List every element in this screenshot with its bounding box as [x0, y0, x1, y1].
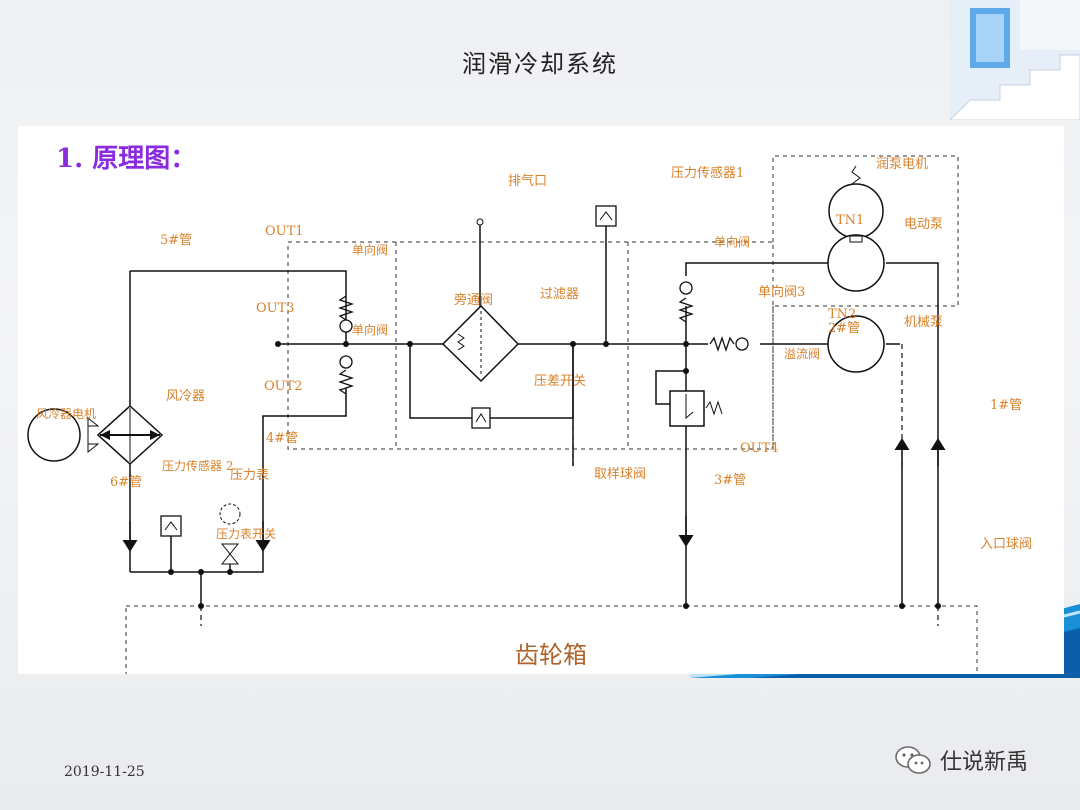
label-relief-valve: 溢流阀 — [784, 347, 820, 361]
label-pressure-gauge: 压力表 — [230, 468, 269, 483]
diagram-panel: 1. 原理图： — [18, 126, 1064, 674]
label-gearbox: 齿轮箱 — [515, 641, 587, 669]
label-exhaust-port: 排气口 — [508, 173, 547, 189]
label-sampling-valve: 取样球阀 — [594, 467, 646, 482]
label-check-valve-a: 单向阀 — [352, 242, 388, 257]
label-air-cooler: 风冷器 — [166, 389, 205, 404]
label-gauge-switch: 压力表开关 — [216, 527, 276, 541]
dashed-boundaries — [125, 155, 978, 674]
label-check-valve-b: 单向阀 — [352, 322, 388, 337]
label-bypass-valve: 旁通阀 — [454, 292, 493, 308]
label-out1: OUT1 — [265, 224, 304, 239]
label-pipe-6: 6#管 — [110, 475, 142, 490]
watermark-text: 仕说新禹 — [940, 750, 1029, 775]
pressure-gauge — [219, 503, 241, 565]
air-cooler — [87, 404, 164, 466]
label-pipe-2: 2#管 — [828, 321, 860, 336]
label-inlet-ball-valve: 入口球阀 — [980, 537, 1032, 552]
check-valves-left — [337, 295, 355, 395]
label-check-valve-c: 单向阀 — [714, 234, 750, 249]
label-check-valve-3: 单向阀3 — [758, 284, 805, 300]
label-pressure-sensor-1: 压力传感器1 — [671, 165, 744, 181]
label-out4: OUT4 — [740, 441, 779, 456]
label-mech-pump: 机械泵 — [904, 315, 943, 330]
label-tn2: TN2 — [828, 307, 856, 322]
label-out2: OUT2 — [264, 379, 303, 394]
sensor-switches — [160, 205, 617, 537]
label-filter: 过滤器 — [540, 287, 579, 302]
label-electric-pump: 电动泵 — [904, 217, 943, 232]
slide-title: 润滑冷却系统 — [462, 50, 618, 78]
junction-dots — [168, 341, 941, 609]
chat-bubble-icon — [895, 746, 931, 774]
label-pipe-1: 1#管 — [990, 398, 1022, 413]
pumps — [827, 165, 885, 373]
label-pipe-4: 4#管 — [266, 431, 298, 446]
lubrication-schematic: 1. 原理图： — [27, 144, 1032, 674]
pipe-network — [129, 224, 939, 606]
label-diff-switch: 压差开关 — [534, 374, 586, 389]
watermark: 仕说新禹 — [894, 744, 1028, 776]
label-air-cooler-motor: 风冷器电机 — [36, 407, 96, 421]
check-valve-right — [677, 281, 749, 353]
label-oil-pump-motor: 润泵电机 — [876, 157, 928, 172]
filter — [441, 218, 520, 383]
label-out3: OUT3 — [256, 301, 295, 316]
air-cooler-motor-icon — [27, 408, 81, 462]
relief-valve — [669, 390, 723, 427]
stairs-decoration — [950, 0, 1080, 120]
label-pressure-sensor-2: 压力传感器 2 — [162, 458, 233, 473]
switch-contacts — [164, 211, 613, 531]
flow-arrows — [122, 255, 946, 552]
label-pipe-3: 3#管 — [714, 473, 746, 488]
diagram-heading: 1. 原理图： — [56, 144, 196, 174]
label-tn1: TN1 — [836, 213, 864, 228]
slide-date: 2019-11-25 — [64, 764, 145, 780]
label-pipe-5: 5#管 — [160, 233, 192, 248]
